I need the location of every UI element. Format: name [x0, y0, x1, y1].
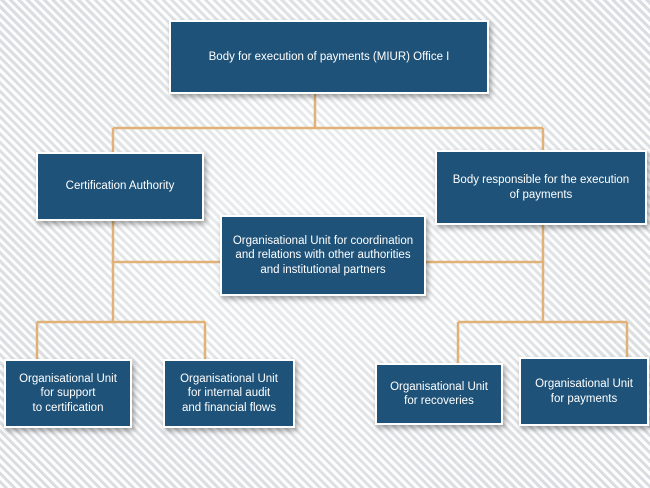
recoveries-node: Organisational Unit for recoveries: [375, 363, 503, 425]
payments-body-node: Body responsible for the execution of pa…: [435, 150, 647, 225]
root-node: Body for execution of payments (MIUR) Of…: [169, 20, 489, 94]
internal-audit-node: Organisational Unit for internal audit a…: [163, 359, 295, 428]
support-certification-node: Organisational Unit for support to certi…: [4, 359, 132, 428]
payments-unit-node: Organisational Unit for payments: [519, 357, 649, 426]
coordination-unit-node: Organisational Unit for coordination and…: [220, 215, 426, 296]
certification-authority-node: Certification Authority: [36, 152, 204, 221]
